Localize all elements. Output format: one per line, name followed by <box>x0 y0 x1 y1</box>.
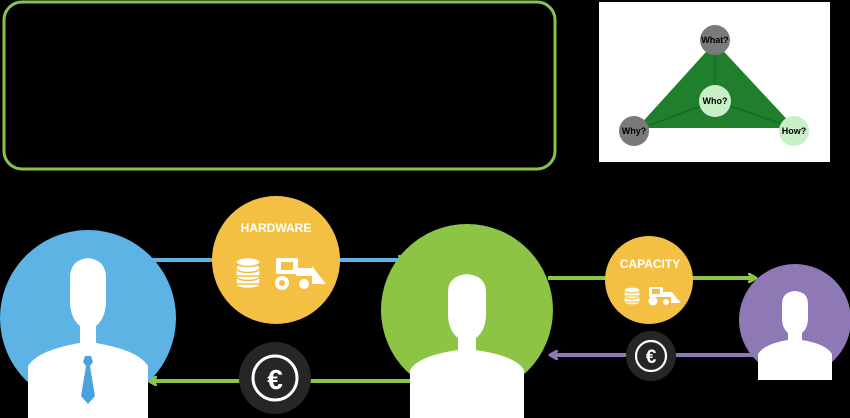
supplier-avatar <box>739 264 850 380</box>
label-what: What? <box>701 35 729 45</box>
bulldozer-small-icon <box>648 287 681 306</box>
provider-silhouette <box>410 274 524 418</box>
tie-icon <box>81 356 95 404</box>
payment-coin-small: € <box>626 331 676 381</box>
buyer-avatar <box>0 230 176 418</box>
database-icon <box>235 256 261 290</box>
label-how: How? <box>782 126 807 136</box>
triangle-shape <box>637 42 795 128</box>
bulldozer-icon <box>275 258 326 290</box>
title-box <box>2 0 557 171</box>
hardware-label: HARDWARE <box>241 221 312 235</box>
node-how <box>779 116 809 146</box>
node-what <box>700 25 730 55</box>
node-who <box>699 85 731 117</box>
provider-avatar <box>381 224 553 418</box>
capacity-badge: CAPACITY <box>605 236 693 324</box>
buyer-silhouette <box>28 258 148 418</box>
capacity-label: CAPACITY <box>620 257 680 271</box>
euro-small-icon: € <box>646 347 657 368</box>
triangle-panel: What? Who? Why? How? <box>599 2 830 162</box>
database-small-icon <box>623 286 641 306</box>
euro-icon: € <box>267 364 283 395</box>
node-why <box>619 116 649 146</box>
label-why: Why? <box>622 126 647 136</box>
label-who: Who? <box>703 96 728 106</box>
hardware-badge: HARDWARE <box>212 196 340 324</box>
supplier-silhouette <box>758 291 832 380</box>
payment-coin-large: € <box>239 342 311 414</box>
